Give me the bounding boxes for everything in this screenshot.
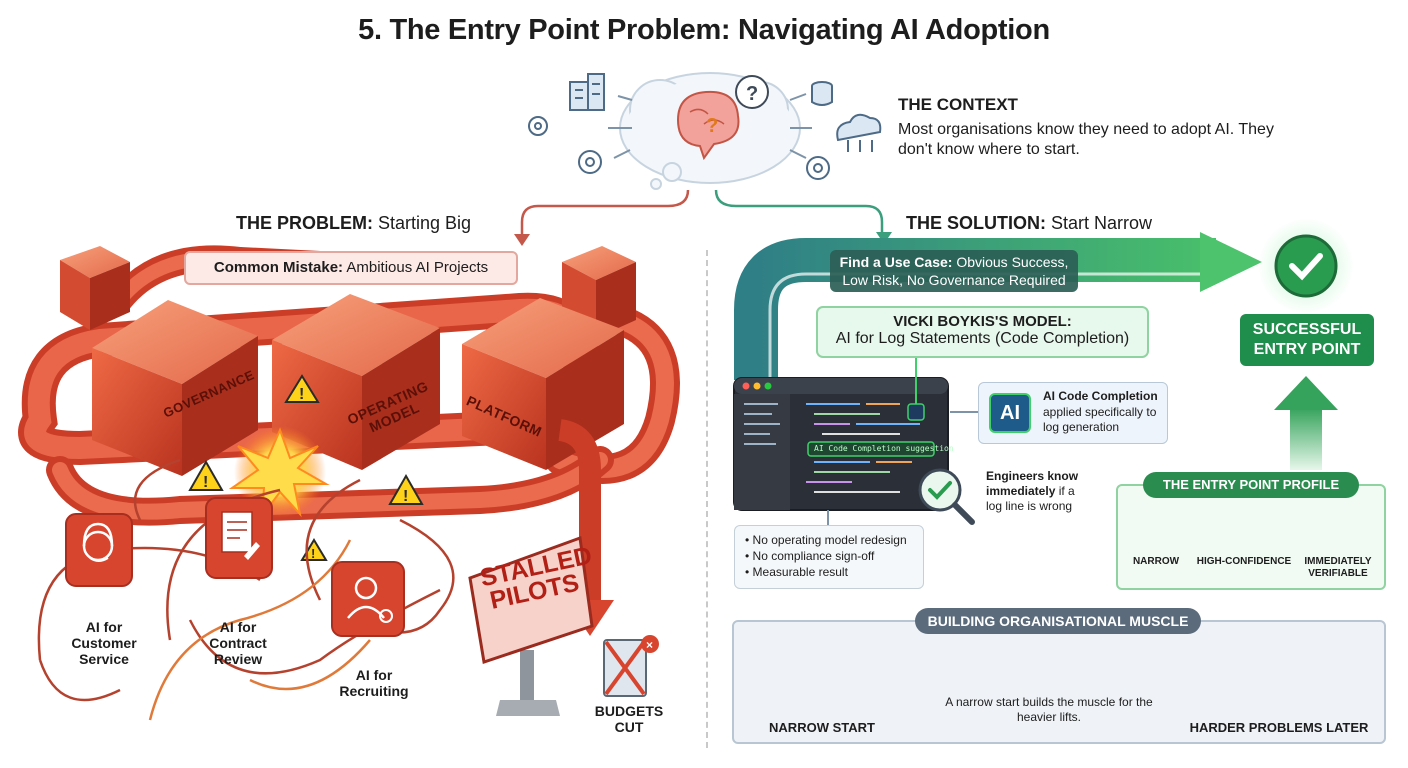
mistake-bold: Common Mistake: xyxy=(213,259,344,276)
successful-entry-point-badge: SUCCESSFUL ENTRY POINT xyxy=(1240,314,1374,366)
ai-project-label-recruiting: AI for Recruiting xyxy=(339,667,409,699)
budgets-cut-label: BUDGETS CUT xyxy=(594,703,664,735)
vicki-model-box: VICKI BOYKIS'S MODEL: AI for Log Stateme… xyxy=(816,306,1149,358)
up-arrow xyxy=(1274,376,1338,470)
organisational-muscle-box xyxy=(732,620,1386,744)
branch-arrow-solution xyxy=(714,189,884,232)
svg-text:!: ! xyxy=(299,386,304,403)
ai-code-completion-box: AI AI Code Completion applied specifical… xyxy=(978,382,1168,444)
cloud-network-icon xyxy=(836,113,882,152)
mistake-rest: Ambitious AI Projects xyxy=(343,259,489,276)
organisational-muscle-title: BUILDING ORGANISATIONAL MUSCLE xyxy=(915,608,1201,634)
flow-arrows xyxy=(608,93,812,159)
harder-problems-label: HARDER PROBLEMS LATER xyxy=(1189,720,1369,735)
section-divider xyxy=(706,250,708,748)
svg-text:?: ? xyxy=(706,115,718,137)
profile-label-narrow: NARROW xyxy=(1132,556,1180,567)
solution-heading: THE SOLUTION: Start Narrow xyxy=(906,213,1152,234)
ai-project-label-customer-service: AI for Customer Service xyxy=(71,619,137,667)
solution-heading-rest: Start Narrow xyxy=(1046,213,1153,233)
magnifier-check-icon xyxy=(918,468,975,525)
context-cloud: ? ? xyxy=(619,72,801,190)
branch-arrow-problem xyxy=(520,189,690,234)
context-text: Most organisations know they need to ado… xyxy=(898,121,1274,158)
benefits-list: • No operating model redesign • No compl… xyxy=(734,525,924,589)
common-mistake-box: Common Mistake: Ambitious AI Projects xyxy=(184,251,518,285)
list-item: • No operating model redesign xyxy=(745,533,907,547)
svg-text:?: ? xyxy=(746,83,758,105)
ai-code-desc: applied specifically to log generation xyxy=(1043,405,1157,434)
entry-point-profile-box xyxy=(1116,484,1386,590)
warning-icon: ! ! ! ! xyxy=(188,374,424,561)
page-title: 5. The Entry Point Problem: Navigating A… xyxy=(358,14,1050,46)
database-icon xyxy=(811,81,833,106)
ai-project-label-contract-review: AI for Contract Review xyxy=(209,619,267,667)
gear-icon xyxy=(528,116,830,180)
tangled-lines-orange xyxy=(148,539,371,721)
narrow-start-label: NARROW START xyxy=(769,720,875,735)
engineers-bold: Engineers know immediately xyxy=(986,469,1079,498)
problem-heading: THE PROBLEM: Starting Big xyxy=(236,213,471,234)
ai-code-title: AI Code Completion xyxy=(1043,389,1158,403)
vicki-subheading: AI for Log Statements (Code Completion) xyxy=(835,330,1130,347)
solution-heading-bold: THE SOLUTION: xyxy=(906,213,1046,233)
stalled-pilots-sign xyxy=(468,535,594,716)
muscle-caption: A narrow start builds the muscle for the… xyxy=(945,695,1153,724)
engineers-know-text: Engineers know immediately if a log line… xyxy=(986,469,1086,514)
ai-chip-icon: AI xyxy=(989,393,1031,433)
profile-label-immediately-verifiable: IMMEDIATELY VERIFIABLE xyxy=(1304,556,1372,579)
svg-text:!: ! xyxy=(203,474,208,491)
find-bold: Find a Use Case: xyxy=(839,254,953,270)
ai-project-tile-recruiting xyxy=(331,561,405,637)
entry-point-profile-title: THE ENTRY POINT PROFILE xyxy=(1143,472,1359,498)
vicki-heading: VICKI BOYKIS'S MODEL: xyxy=(893,313,1072,330)
svg-text:!: ! xyxy=(311,546,315,561)
engineers-rest: if a log line is wrong xyxy=(986,484,1075,513)
ai-project-tile-customer-service xyxy=(65,513,133,587)
svg-text:×: × xyxy=(646,638,653,652)
collision-burst xyxy=(228,426,330,520)
profile-label-high-confidence: HIGH-CONFIDENCE xyxy=(1196,556,1292,567)
success-check-icon xyxy=(1258,218,1354,314)
find-rest: Obvious Success, Low Risk, No Governance… xyxy=(842,254,1069,288)
list-item: • Measurable result xyxy=(745,565,848,579)
budgets-cut-icon: × xyxy=(603,635,659,697)
problem-heading-bold: THE PROBLEM: xyxy=(236,213,373,233)
ai-project-tile-contract-review xyxy=(205,497,273,579)
find-use-case-box: Find a Use Case: Obvious Success, Low Ri… xyxy=(830,250,1078,292)
cube-governance xyxy=(92,300,258,476)
problem-heading-rest: Starting Big xyxy=(373,213,472,233)
context-heading: THE CONTEXT xyxy=(898,95,1018,114)
solution-arrow xyxy=(734,232,1262,380)
list-item: • No compliance sign-off xyxy=(745,549,875,563)
code-editor-window xyxy=(733,356,949,511)
code-completion-tag: AI Code Completion suggestion xyxy=(814,444,954,453)
svg-text:!: ! xyxy=(403,488,408,505)
building-icon xyxy=(569,73,605,111)
